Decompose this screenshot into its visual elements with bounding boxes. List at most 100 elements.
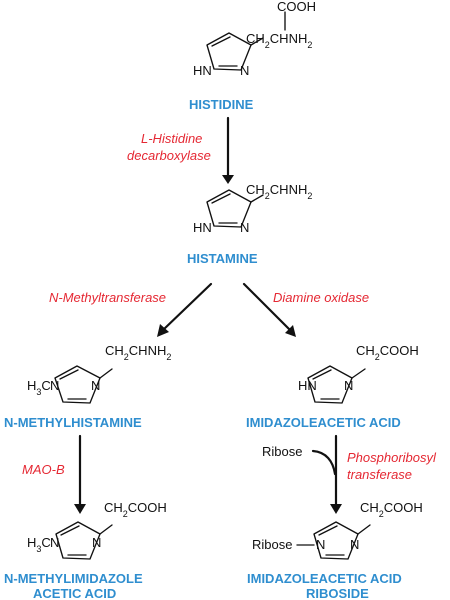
histamine-subscript-nh2: 2 [307,191,312,201]
histamine-to-imidazoleacetic-acid-arrow-line [242,282,292,332]
histidine-decarboxylase-label-line2: decarboxylase [127,148,211,163]
histamine-to-n-methylhistamine-arrow-line [161,282,213,332]
histidine-imidazole-ring [206,32,252,71]
imidazoleacetic-acid-riboside-imidazole-ring [313,521,359,560]
imidazoleacetic-acid-subscript-2: 2 [375,352,380,362]
histidine-n-label: N [240,63,249,78]
n-methylimidazole-acetic-acid-imidazole-ring [55,521,101,560]
n-methylhistamine-to-n-methylimidazole-acetic-acid-arrowhead [74,504,86,514]
imidazoleacetic-acid-riboside-structure: CH2COOH Ribose N N IMIDAZOLEACETIC ACID … [247,500,423,600]
diamine-oxidase-label: Diamine oxidase [273,290,369,305]
histidine-side-chain-label: CH2CHNH2 [246,31,312,50]
imidazoleacetic-acid-riboside-ch-label: CH [360,500,379,515]
mao-b-label: MAO-B [22,462,65,477]
imidazoleacetic-acid-side-chain-bond [351,368,366,379]
histidine-side-chain-bond [250,37,264,46]
n-methylimidazole-acetic-acid-ring-n2-label: N [92,535,101,550]
n-methylimidazole-acetic-acid-ring-n-label: N [50,535,59,550]
histidine-subscript-2: 2 [265,40,270,50]
imidazoleacetic-acid-structure: CH2COOH HN N IMIDAZOLEACETIC ACID [246,343,419,430]
phosphoribosyl-transferase-label-line1: Phosphoribosyl [347,450,437,465]
imidazoleacetic-acid-ring-double-bond [312,369,332,380]
imidazoleacetic-acid-riboside-side-chain-bond [357,524,371,535]
histamine-to-n-methylhistamine-arrowhead [157,324,169,337]
histamine-ch-label-2: CH [270,182,289,197]
histidine-ring-double-bond [211,36,231,47]
n-methylimidazole-acetic-acid-methyl-label: H3C [27,535,51,554]
n-methylimidazole-acetic-acid-methyl-subscript: 3 [36,544,41,554]
n-methylimidazole-acetic-acid-structure: CH2COOH H3C N N N-METHYLIMIDAZOLE ACETIC… [4,500,167,600]
histamine-side-chain-label: CH2CHNH2 [246,182,312,201]
imidazoleacetic-acid-riboside-ring-n-label: N [316,537,325,552]
histamine-hn-label: HN [193,220,212,235]
imidazoleacetic-acid-riboside-subscript-2: 2 [379,509,384,519]
ribose-entry-curve [311,449,337,476]
n-methylimidazole-acetic-acid-side-chain-label: CH2COOH [104,500,167,519]
n-methylhistamine-side-chain-label: CH2CHNH2 [105,343,171,362]
n-methylimidazole-acetic-acid-label-line1: N-METHYLIMIDAZOLE [4,571,143,586]
n-methylhistamine-ch-label-2: CH [129,343,148,358]
imidazoleacetic-acid-riboside-ribose-label: Ribose [252,537,292,552]
histidine-label: HISTIDINE [189,97,254,112]
histidine-decarboxylase-label-line1: L-Histidine [141,131,202,146]
n-methylhistamine-ring-n-label: N [50,378,59,393]
n-methylimidazole-acetic-acid-side-chain-bond [99,524,113,535]
histidine-ch-label: CH [246,31,265,46]
n-methylhistamine-ring-n2-label: N [91,378,100,393]
histidine-to-histamine-arrowhead [222,175,234,184]
n-methylhistamine-h-label: H [27,378,36,393]
n-methylhistamine-ch-label: CH [105,343,124,358]
histidine-structure: COOH CH2CHNH2 HN N HISTIDINE [189,0,316,112]
n-methylhistamine-c-label: C [41,378,50,393]
histamine-subscript-2: 2 [265,191,270,201]
imidazoleacetic-acid-imidazole-ring [307,365,353,404]
histidine-hn-label: HN [193,63,212,78]
imidazoleacetic-acid-riboside-side-chain-label: CH2COOH [360,500,423,519]
histamine-ch-label: CH [246,182,265,197]
histamine-imidazole-ring [206,189,252,228]
n-methylimidazole-acetic-acid-subscript-2: 2 [123,509,128,519]
imidazoleacetic-acid-cooh-label: COOH [380,343,419,358]
imidazoleacetic-acid-to-riboside-arrowhead [330,504,342,514]
n-methylhistamine-imidazole-ring [54,365,101,404]
imidazoleacetic-acid-riboside-ring-n2-label: N [350,537,359,552]
n-methylhistamine-structure: CH2CHNH2 H3C N N N-METHYLHISTAMINE [4,343,171,430]
imidazoleacetic-acid-riboside-label-line1: IMIDAZOLEACETIC ACID [247,571,402,586]
imidazoleacetic-acid-ch-label: CH [356,343,375,358]
phosphoribosyl-transferase-label-line2: transferase [347,467,412,482]
histamine-structure: CH2CHNH2 HN N HISTAMINE [187,182,312,266]
n-methyltransferase-label: N-Methyltransferase [49,290,166,305]
imidazoleacetic-acid-hn-label: HN [298,378,317,393]
histidine-carboxyl-label: COOH [277,0,316,14]
n-methylimidazole-acetic-acid-c-label: C [41,535,50,550]
imidazoleacetic-acid-n-label: N [344,378,353,393]
n-methylimidazole-acetic-acid-h-label: H [27,535,36,550]
n-methylimidazole-acetic-acid-ch-label: CH [104,500,123,515]
n-methylhistamine-nh-label: NH [148,343,167,358]
n-methylhistamine-methyl-label: H3C [27,378,51,397]
histidine-subscript-nh2: 2 [307,40,312,50]
histamine-ring-double-bond [211,193,231,204]
imidazoleacetic-acid-label: IMIDAZOLEACETIC ACID [246,415,401,430]
n-methylimidazole-acetic-acid-ring-double-bond [60,525,80,536]
imidazoleacetic-acid-riboside-cooh-label: COOH [384,500,423,515]
n-methylhistamine-subscript-2: 2 [124,352,129,362]
n-methylhistamine-methyl-subscript: 3 [36,387,41,397]
n-methylimidazole-acetic-acid-cooh-label: COOH [128,500,167,515]
n-methylhistamine-label: N-METHYLHISTAMINE [4,415,142,430]
histidine-nh-label: NH [289,31,308,46]
histamine-to-imidazoleacetic-acid-arrowhead [285,325,296,337]
imidazoleacetic-acid-riboside-ring-double-bond [318,525,338,536]
n-methylhistamine-subscript-nh2: 2 [166,352,171,362]
histamine-n-label: N [240,220,249,235]
ribose-input-label: Ribose [262,444,302,459]
histamine-side-chain-bond [250,194,264,203]
n-methylhistamine-side-chain-bond [99,368,113,379]
n-methylhistamine-ring-double-bond [59,369,79,380]
n-methylimidazole-acetic-acid-label-line2: ACETIC ACID [33,586,116,600]
imidazoleacetic-acid-side-chain-label: CH2COOH [356,343,419,362]
histamine-nh-label: NH [289,182,308,197]
histamine-label: HISTAMINE [187,251,258,266]
imidazoleacetic-acid-riboside-label-line2: RIBOSIDE [306,586,369,600]
